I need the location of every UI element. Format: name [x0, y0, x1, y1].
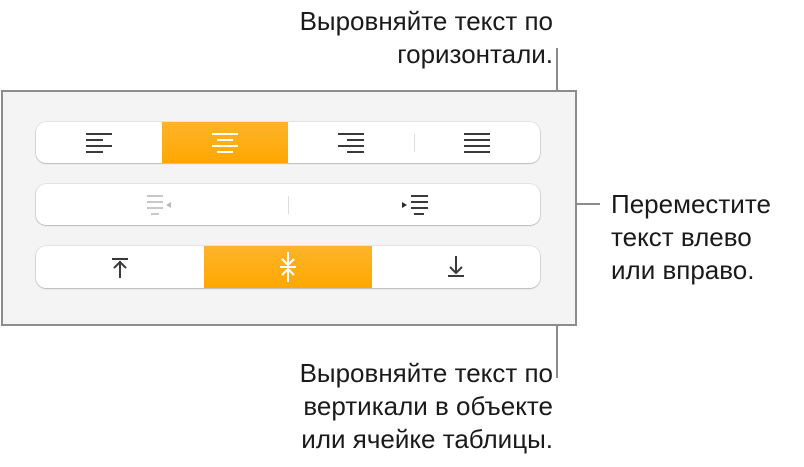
align-center-icon [212, 132, 238, 153]
callout-vertical-line2: вертикали в объекте [303, 391, 553, 421]
callout-indent-line2: текст влево [611, 222, 752, 252]
segment-divider [288, 196, 289, 214]
align-right-icon [338, 132, 364, 153]
align-top-button[interactable] [36, 246, 204, 288]
increase-indent-button[interactable] [288, 184, 540, 225]
align-middle-button[interactable] [204, 246, 372, 288]
indent-icon [402, 194, 428, 215]
callout-vertical-line3: или ячейке таблицы. [301, 424, 553, 454]
callout-horizontal-line2: горизонтали. [397, 39, 553, 69]
vertical-alignment-control [36, 246, 540, 288]
align-top-icon [112, 258, 128, 278]
callout-indent: Переместите текст влево или вправо. [611, 188, 771, 287]
justify-icon [464, 132, 490, 153]
indent-control [36, 184, 540, 225]
align-bottom-icon [448, 256, 464, 277]
segment-divider [414, 134, 415, 152]
outdent-icon [147, 194, 171, 215]
justify-button[interactable] [414, 122, 540, 163]
align-left-icon [86, 132, 112, 153]
align-middle-icon [280, 252, 296, 282]
alignment-panel [1, 90, 577, 326]
align-right-button[interactable] [288, 122, 414, 163]
callout-indent-line1: Переместите [611, 189, 771, 219]
callout-horizontal: Выровняйте текст по горизонтали. [230, 5, 553, 71]
callout-vertical: Выровняйте текст по вертикали в объекте … [230, 357, 553, 456]
decrease-indent-button[interactable] [36, 184, 288, 225]
align-left-button[interactable] [36, 122, 162, 163]
callout-horizontal-line1: Выровняйте текст по [299, 6, 553, 36]
horizontal-alignment-control [36, 122, 540, 163]
align-bottom-button[interactable] [372, 246, 540, 288]
callout-indent-line3: или вправо. [611, 255, 755, 285]
callout-vertical-line1: Выровняйте текст по [299, 358, 553, 388]
align-center-button[interactable] [162, 122, 288, 163]
